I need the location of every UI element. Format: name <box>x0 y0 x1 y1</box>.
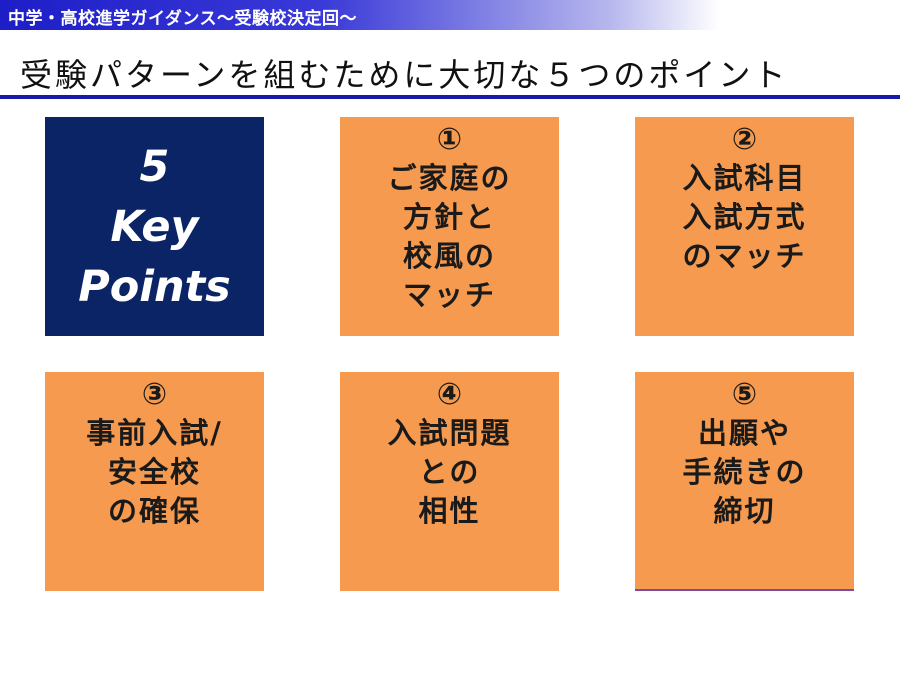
header-banner: 中学・高校進学ガイダンス〜受験校決定回〜 <box>0 0 720 30</box>
slide-title: 受験パターンを組むために大切な５つのポイント <box>20 56 789 94</box>
point-line: の確保 <box>107 494 201 528</box>
point-line: のマッチ <box>682 239 807 273</box>
point-line: 入試科目 <box>682 161 807 195</box>
point-line: 出願や <box>697 416 791 450</box>
point-card-3: ③ 事前入試/ 安全校 の確保 <box>45 372 264 591</box>
point-card-4: ④ 入試問題 との 相性 <box>340 372 559 591</box>
point-card-2: ② 入試科目 入試方式 のマッチ <box>635 117 854 336</box>
point-number: ④ <box>436 377 463 412</box>
banner-text: 中学・高校進学ガイダンス〜受験校決定回〜 <box>8 9 357 29</box>
point-line: 方針と <box>402 200 496 234</box>
point-line: 相性 <box>418 494 481 528</box>
point-line: マッチ <box>402 278 496 312</box>
key-points-number: 5 <box>139 141 170 192</box>
point-number: ② <box>731 122 758 157</box>
point-card-1: ① ご家庭の 方針と 校風の マッチ <box>340 117 559 336</box>
point-line: 手続きの <box>682 455 807 489</box>
point-line: との <box>418 455 481 489</box>
point-number: ① <box>436 122 463 157</box>
point-line: 入試方式 <box>682 200 807 234</box>
point-card-5: ⑤ 出願や 手続きの 締切 <box>635 372 854 591</box>
point-line: 締切 <box>713 494 776 528</box>
point-line: 入試問題 <box>387 416 512 450</box>
point-number: ⑤ <box>731 377 758 412</box>
point-line: 校風の <box>402 239 496 273</box>
title-divider <box>0 95 900 99</box>
point-line: 安全校 <box>107 455 201 489</box>
key-points-box: 5 Key Points <box>45 117 264 336</box>
key-points-word-points: Points <box>78 261 231 312</box>
point-line: 事前入試/ <box>86 416 223 450</box>
point-line: ご家庭の <box>387 161 512 195</box>
point-number: ③ <box>141 377 168 412</box>
key-points-word-key: Key <box>110 201 199 252</box>
card-bottom-accent <box>635 589 854 591</box>
